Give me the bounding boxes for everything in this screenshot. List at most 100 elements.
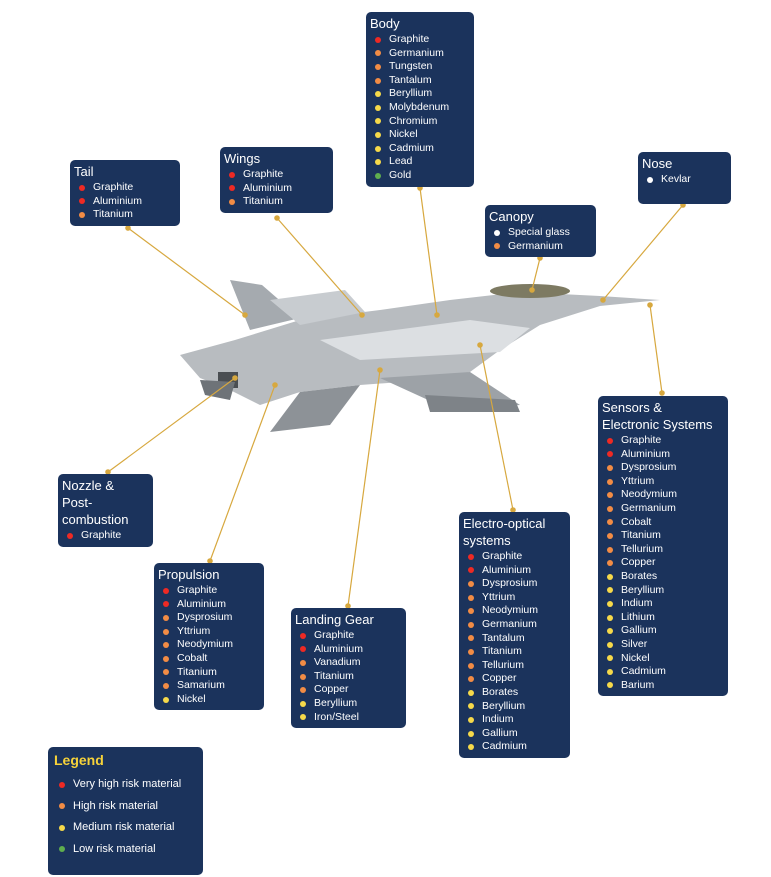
risk-dot-icon [375,77,381,84]
legend-item: High risk material [54,796,197,818]
risk-dot-icon [494,229,500,236]
material-name: Germanium [508,239,563,252]
material-item: Tungsten [370,60,468,74]
risk-dot-icon [163,696,169,703]
material-name: Titanium [177,665,217,678]
material-name: Neodymium [621,488,678,501]
material-item: Graphite [74,181,174,195]
material-name: Tungsten [389,60,433,73]
material-item: Titanium [158,666,258,680]
material-item: Indium [602,597,722,611]
risk-dot-icon [468,648,474,655]
material-name: Titanium [243,195,283,208]
material-item: Graphite [158,584,258,598]
material-item: Chromium [370,115,468,129]
risk-dot-icon [468,689,474,696]
material-name: Tantalum [482,631,525,644]
material-item: Tantalum [370,74,468,88]
risk-dot-icon [163,669,169,676]
risk-dot-icon [607,478,613,485]
material-name: Beryllium [621,583,665,596]
risk-dot-icon [468,594,474,601]
risk-dot-icon [59,803,65,810]
connector-dot [647,302,653,308]
material-name: Cadmium [482,740,527,753]
material-item: Nickel [370,128,468,142]
material-name: Silver [621,637,648,650]
material-item: Dysprosium [602,461,722,475]
material-item: Beryllium [602,584,722,598]
connector-dot [477,342,483,348]
risk-dot-icon [607,641,613,648]
risk-dot-icon [229,185,235,192]
material-item: Indium [463,713,564,727]
risk-dot-icon [468,676,474,683]
nozzle-title: Nozzle & Post-combustion [62,478,129,527]
material-item: Titanium [74,208,174,222]
material-item: Graphite [602,434,722,448]
risk-dot-icon [79,198,85,205]
material-item: Titanium [295,670,400,684]
material-name: Cadmium [621,665,666,678]
material-name: Graphite [93,181,134,193]
risk-dot-icon [229,198,235,205]
risk-dot-icon [607,492,613,499]
material-name: Indium [621,597,653,610]
risk-dot-icon [468,716,474,723]
material-item: Cobalt [158,652,258,666]
material-item: Lithium [602,611,722,625]
electro-connector [479,344,514,511]
material-item: Borates [463,686,564,700]
material-item: Dysprosium [158,611,258,625]
connector-dot [125,225,131,231]
material-name: Neodymium [482,604,539,617]
material-name: Gallium [621,624,657,637]
material-name: Aluminium [482,563,532,576]
risk-dot-icon [375,91,381,98]
material-item: Copper [295,683,400,697]
risk-dot-icon [300,714,306,721]
material-item: Graphite [62,529,147,543]
material-item: Cadmium [602,665,722,679]
material-item: Aluminium [463,564,564,578]
sensors-title: Sensors & Electronic Systems [602,400,713,432]
material-item: Germanium [602,502,722,516]
jet-silhouette [180,280,660,432]
risk-dot-icon [468,744,474,751]
risk-dot-icon [607,614,613,621]
material-item: Beryllium [295,697,400,711]
connector-dot [529,287,535,293]
legend-label: Medium risk material [73,821,175,833]
risk-dot-icon [229,171,235,178]
nose-title: Nose [642,156,673,171]
risk-dot-icon [163,642,169,649]
material-item: Germanium [489,240,590,254]
legend-label: High risk material [73,799,158,812]
material-item: Yttrium [158,625,258,639]
material-name: Borates [482,685,519,698]
legend-label: Low risk material [73,842,156,855]
risk-dot-icon [468,608,474,615]
material-name: Dysprosium [621,461,677,474]
risk-dot-icon [375,104,381,111]
tail-title: Tail [74,164,94,179]
material-item: Graphite [463,550,564,564]
risk-dot-icon [607,546,613,553]
legend-title: Legend [54,752,104,768]
material-item: Borates [602,570,722,584]
connector-dot [377,367,383,373]
material-name: Copper [482,672,517,685]
material-item: Germanium [370,47,468,61]
risk-dot-icon [300,646,306,653]
material-item: Cadmium [370,142,468,156]
risk-dot-icon [59,846,65,853]
material-name: Dysprosium [177,611,233,624]
risk-dot-icon [67,532,73,539]
material-name: Aluminium [621,447,671,460]
material-name: Titanium [621,529,661,542]
legend-item: Low risk material [54,839,197,861]
material-item: Neodymium [602,488,722,502]
